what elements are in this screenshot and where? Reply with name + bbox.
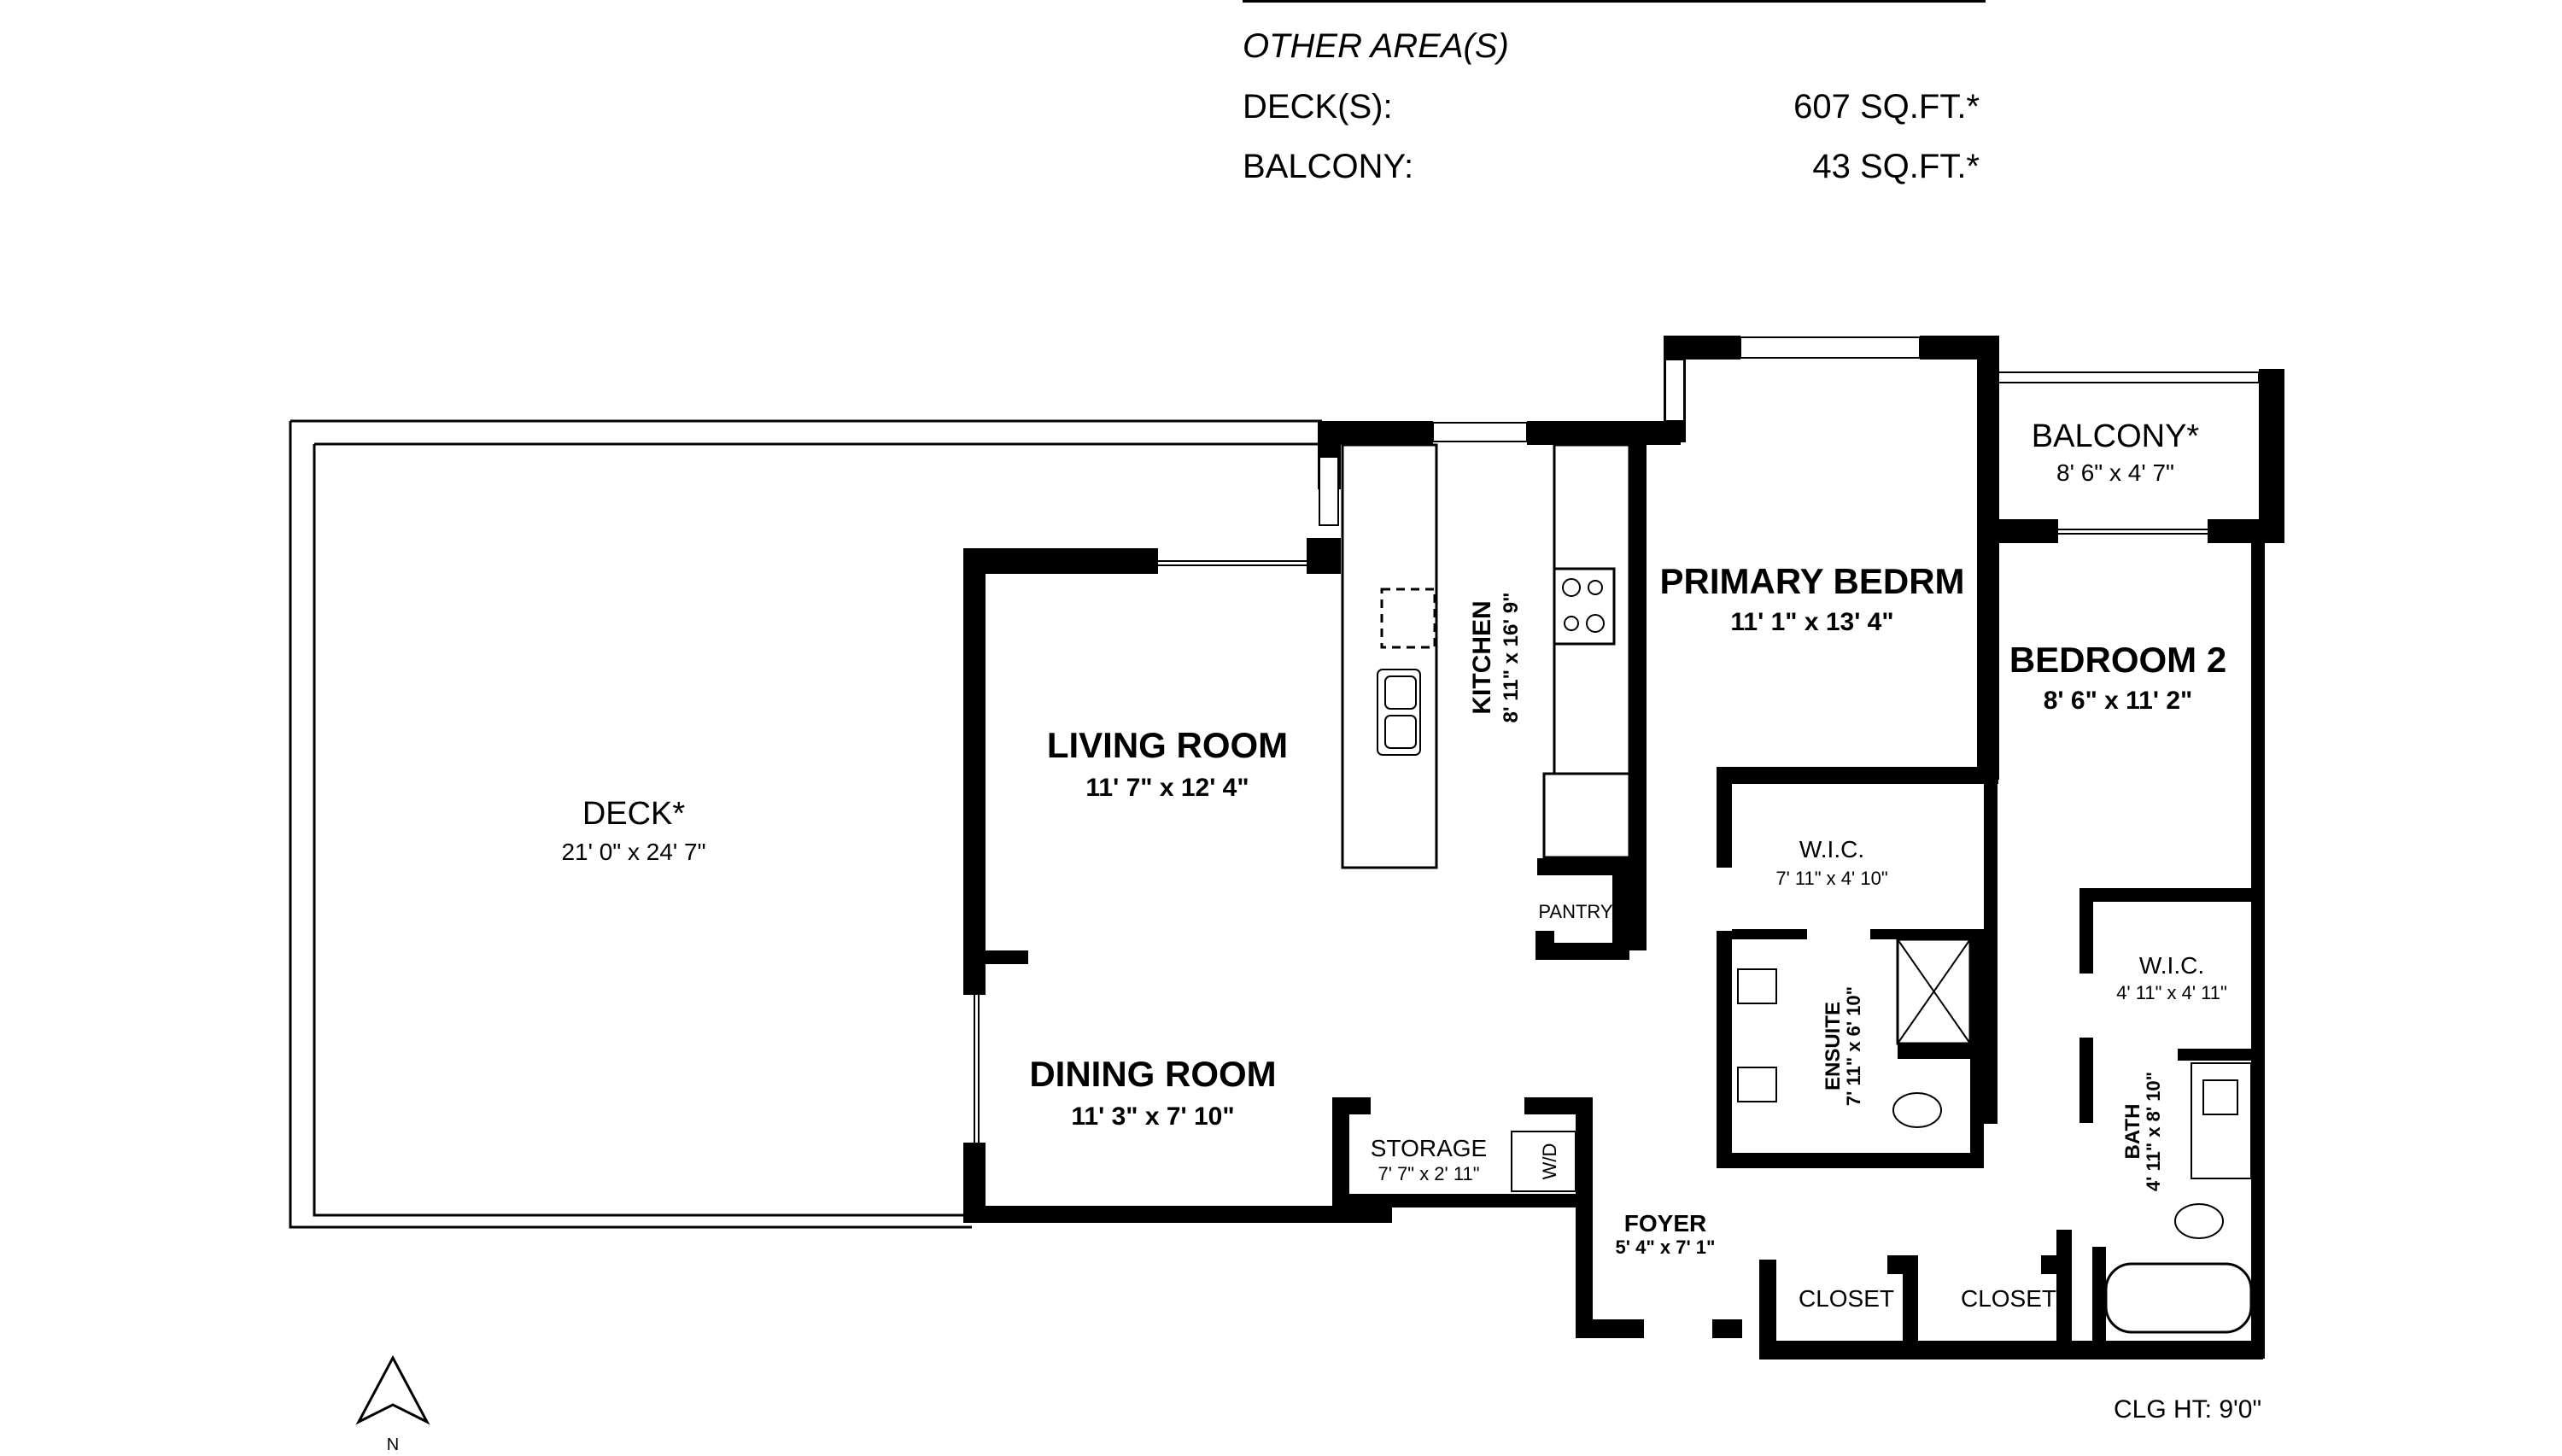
walls <box>963 336 2284 1360</box>
room-name: CLOSET <box>1799 1285 1894 1312</box>
windows <box>1319 336 2260 526</box>
room-dims: 7' 11" x 6' 10" <box>1843 986 1864 1106</box>
room-name: DINING ROOM <box>1029 1054 1276 1094</box>
area-summary: OTHER AREA(S) DECK(S): 607 SQ.FT.* BALCO… <box>1243 0 1986 185</box>
room-name: KITCHEN <box>1468 600 1496 714</box>
room-name: PANTRY <box>1538 901 1613 922</box>
room-balcony: BALCONY* 8' 6" x 4' 7" <box>2032 418 2200 486</box>
summary-balcony-value: 43 SQ.FT.* <box>1812 148 1980 185</box>
room-name: DECK* <box>582 796 686 832</box>
room-name: W.I.C. <box>2139 952 2204 979</box>
room-dining: DINING ROOM 11' 3" x 7' 10" <box>1029 1054 1276 1131</box>
room-bath: BATH 4' 11" x 8' 10" <box>2121 1072 2164 1191</box>
deck-outline <box>289 419 1322 1229</box>
room-dims: 7' 7" x 2' 11" <box>1378 1163 1479 1184</box>
bath-fixtures <box>1511 938 2253 1334</box>
room-name: STORAGE <box>1371 1135 1487 1161</box>
summary-heading: OTHER AREA(S) <box>1243 27 1509 65</box>
summary-deck-value: 607 SQ.FT.* <box>1793 88 1980 126</box>
summary-deck-label: DECK(S): <box>1243 88 1393 126</box>
room-closet-2: CLOSET <box>1961 1285 2056 1312</box>
room-name: BEDROOM 2 <box>2009 640 2226 680</box>
room-kitchen: KITCHEN 8' 11" x 16' 9" <box>1468 593 1523 723</box>
room-dims: 8' 6" x 4' 7" <box>2056 459 2174 486</box>
room-dims: 5' 4" x 7' 1" <box>1616 1237 1716 1258</box>
room-wic-bedroom-2: W.I.C. 4' 11" x 4' 11" <box>2116 952 2227 1003</box>
room-dims: 21' 0" x 24' 7" <box>561 839 705 865</box>
room-living: LIVING ROOM 11' 7" x 12' 4" <box>1047 725 1288 802</box>
room-foyer: FOYER 5' 4" x 7' 1" <box>1616 1210 1716 1258</box>
room-name: FOYER <box>1624 1210 1706 1237</box>
summary-rule <box>1243 0 1986 3</box>
room-dims: 8' 11" x 16' 9" <box>1500 593 1523 723</box>
room-wic-primary: W.I.C. 7' 11" x 4' 10" <box>1775 836 1887 889</box>
room-name: CLOSET <box>1961 1285 2056 1312</box>
room-name: LIVING ROOM <box>1047 725 1288 765</box>
kitchen-fixtures <box>1341 443 1631 869</box>
north-label: N <box>387 1436 399 1454</box>
summary-balcony-label: BALCONY: <box>1243 148 1413 185</box>
room-name: PRIMARY BEDRM <box>1659 561 1964 601</box>
room-dims: 11' 7" x 12' 4" <box>1085 774 1249 802</box>
room-dims: 8' 6" x 11' 2" <box>2044 687 2193 715</box>
room-dims: 7' 11" x 4' 10" <box>1775 868 1887 889</box>
room-name: W.I.C. <box>1799 836 1864 862</box>
room-name: BALCONY* <box>2032 418 2200 454</box>
room-pantry: PANTRY <box>1538 901 1613 922</box>
ceiling-height: CLG HT: 9'0" <box>2114 1395 2261 1424</box>
room-storage: STORAGE 7' 7" x 2' 11" W/D <box>1371 1135 1560 1184</box>
room-closet-1: CLOSET <box>1799 1285 1894 1312</box>
room-ensuite: ENSUITE 7' 11" x 6' 10" <box>1822 986 1864 1106</box>
sliding-doors <box>974 529 2208 1143</box>
room-dims: 4' 11" x 8' 10" <box>2143 1072 2164 1191</box>
room-deck: DECK* 21' 0" x 24' 7" <box>561 796 705 865</box>
room-bedroom-2: BEDROOM 2 8' 6" x 11' 2" <box>2009 640 2226 715</box>
room-name: ENSUITE <box>1822 1002 1845 1091</box>
room-name: BATH <box>2121 1104 2144 1160</box>
room-dims: 11' 3" x 7' 10" <box>1071 1102 1234 1131</box>
room-primary-bedroom: PRIMARY BEDRM 11' 1" x 13' 4" <box>1659 561 1964 636</box>
north-arrow-icon: N <box>355 1354 430 1454</box>
room-dims: 4' 11" x 4' 11" <box>2116 982 2227 1003</box>
washer-dryer-label: W/D <box>1539 1143 1560 1180</box>
room-dims: 11' 1" x 13' 4" <box>1730 608 1893 636</box>
